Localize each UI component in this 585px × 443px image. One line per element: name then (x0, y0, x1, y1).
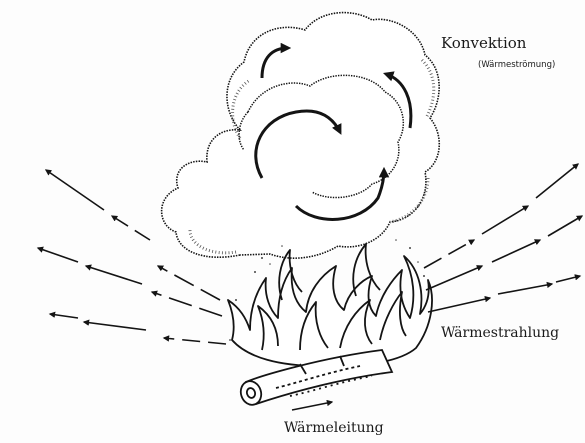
radiation-arrow (482, 206, 528, 234)
radiation-label: Wärmestrahlung (441, 325, 559, 341)
conduction-arrows (292, 402, 332, 410)
radiation-arrow (556, 276, 580, 282)
radiation-arrow (498, 284, 552, 294)
radiation-arrow (424, 240, 474, 268)
radiation-arrow (50, 314, 78, 318)
radiation-arrow (86, 266, 142, 284)
radiation-arrow (426, 266, 482, 290)
conduction-arrow (292, 402, 332, 410)
convection-sublabel: (Wärmeströmung) (478, 60, 555, 70)
flames (228, 244, 432, 366)
radiation-arrow (84, 322, 146, 330)
radiation-arrow (112, 216, 150, 240)
convection-label: Konvektion (441, 34, 526, 52)
radiation-arrow (158, 266, 220, 300)
radiation-arrow (536, 164, 578, 198)
radiation-arrow (428, 298, 490, 312)
radiation-arrow (38, 248, 78, 262)
radiation-arrows-right (424, 164, 582, 312)
radiation-arrow (548, 216, 582, 236)
radiation-arrow (46, 170, 104, 210)
radiation-arrow (492, 240, 540, 262)
conduction-label: Wärmeleitung (284, 420, 384, 436)
smoke-cloud (162, 13, 440, 259)
radiation-arrow (164, 338, 226, 344)
